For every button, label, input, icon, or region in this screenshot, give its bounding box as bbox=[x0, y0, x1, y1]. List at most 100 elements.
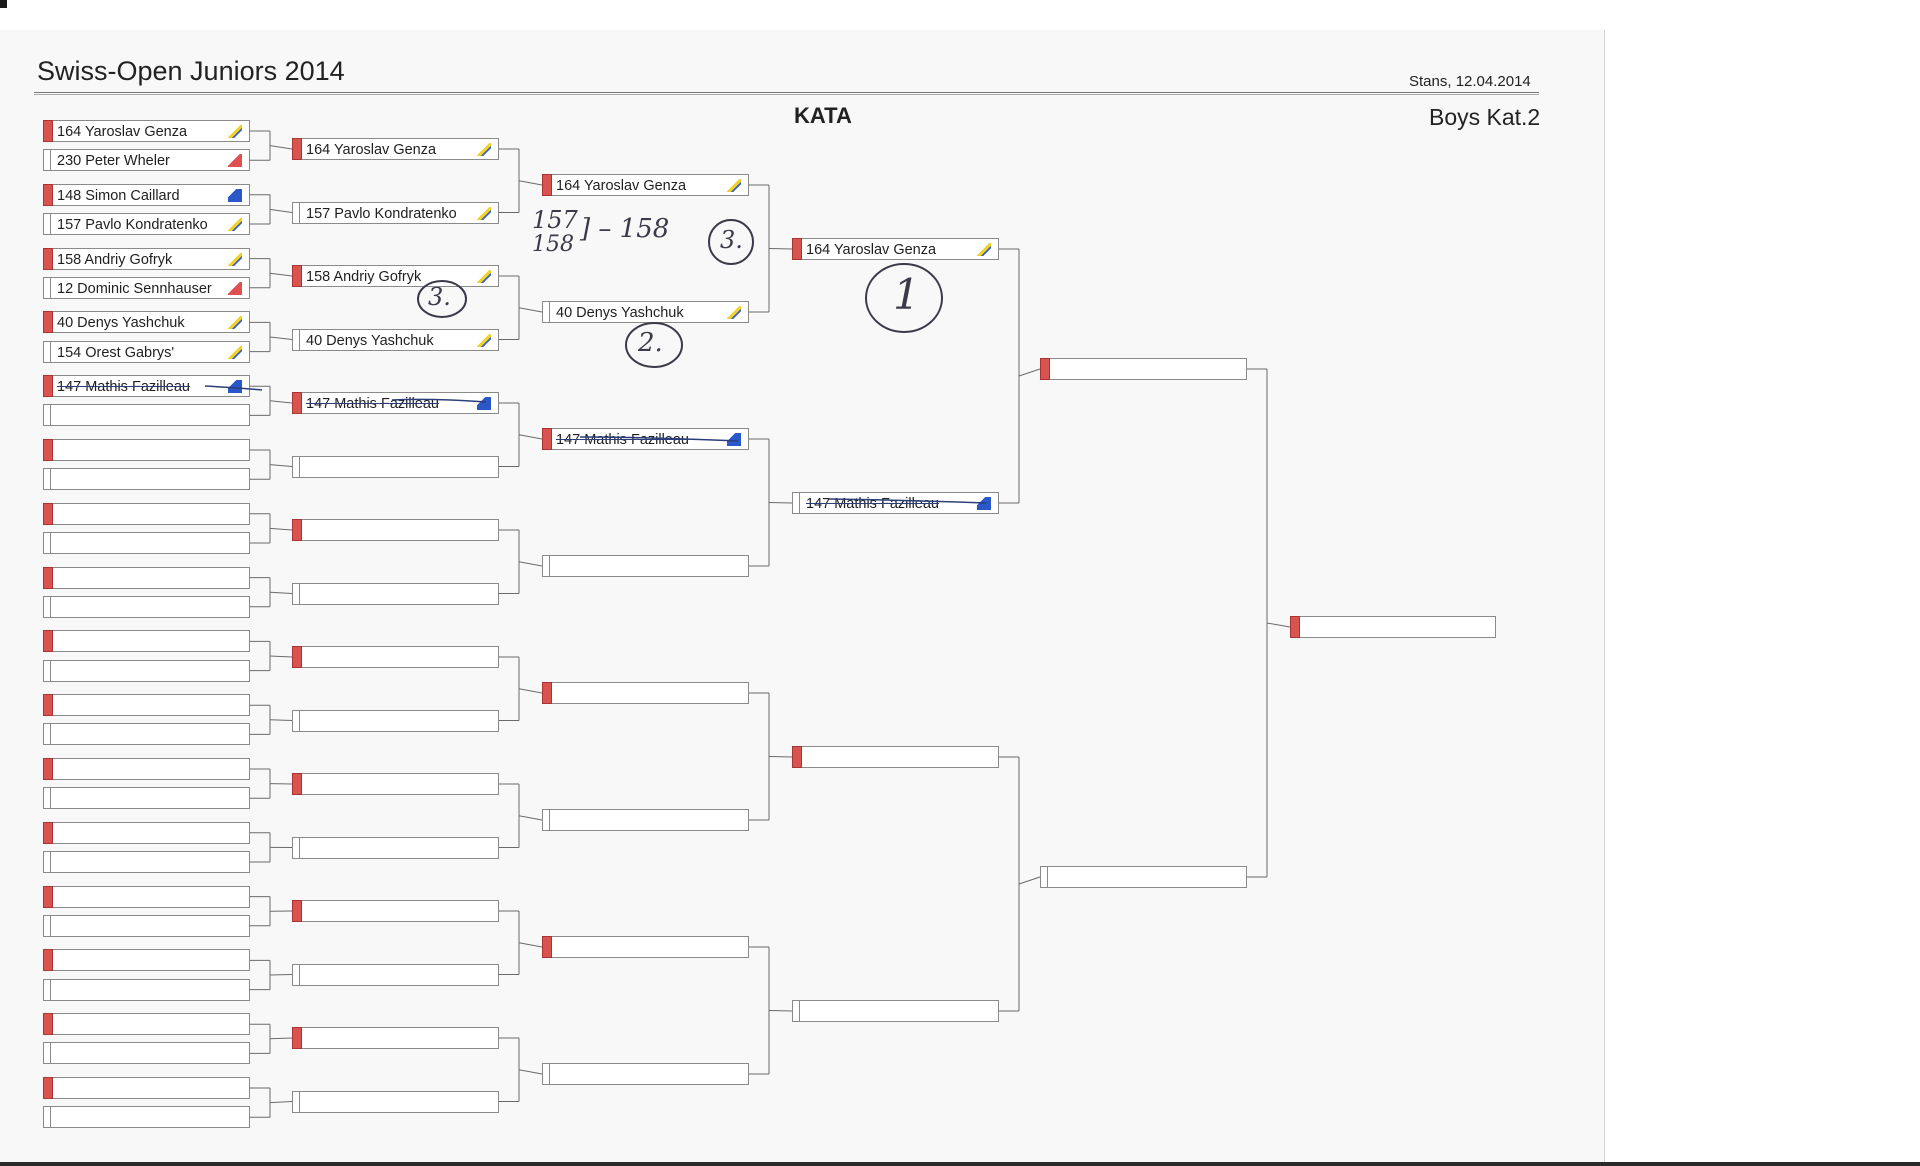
fra-flag-icon bbox=[228, 188, 242, 202]
round1-slot bbox=[43, 723, 250, 746]
round1-slot bbox=[43, 949, 250, 972]
round1-slot bbox=[43, 659, 250, 682]
ukr-flag-icon bbox=[228, 316, 242, 330]
shiro-marker bbox=[292, 836, 300, 859]
handwritten-note: 158 bbox=[532, 232, 574, 257]
round1-slot bbox=[43, 630, 250, 653]
round1-slot bbox=[43, 978, 250, 1001]
round1-slot bbox=[43, 532, 250, 554]
aka-marker bbox=[43, 885, 53, 908]
competitor-name: 147 Mathis Fazilleau bbox=[57, 379, 190, 396]
round2-slot bbox=[292, 1090, 499, 1113]
scan-artifact bbox=[0, 0, 7, 8]
shiro-marker bbox=[292, 328, 300, 351]
shiro-marker bbox=[292, 963, 300, 986]
competitor-name: 164 Yaroslav Genza bbox=[57, 124, 188, 140]
aka-marker bbox=[542, 682, 552, 704]
round2-slot bbox=[292, 836, 499, 859]
round1-slot: 154 Orest Gabrys' bbox=[43, 340, 250, 363]
round1-slot: 147 Mathis Fazilleau bbox=[43, 375, 250, 398]
shiro-marker bbox=[43, 978, 51, 1001]
header-rule bbox=[34, 92, 1539, 93]
round1-slot bbox=[43, 404, 250, 427]
shiro-marker bbox=[292, 455, 300, 478]
competitor-name: 164 Yaroslav Genza bbox=[556, 178, 687, 194]
shiro-marker bbox=[43, 851, 51, 873]
handwritten-place: 1 bbox=[893, 270, 920, 319]
round2-slot bbox=[292, 963, 499, 986]
competitor-name: 40 Denys Yashchuk bbox=[306, 332, 434, 349]
round1-slot bbox=[43, 595, 250, 618]
round1-slot bbox=[43, 1077, 250, 1099]
round4-slot bbox=[792, 746, 999, 768]
aka-marker bbox=[43, 821, 53, 844]
round1-slot bbox=[43, 566, 250, 589]
ukr-flag-icon bbox=[477, 270, 491, 283]
aka-marker bbox=[43, 949, 53, 972]
shiro-marker bbox=[43, 532, 51, 554]
round5-slot bbox=[1040, 866, 1247, 888]
aka-marker bbox=[792, 746, 802, 768]
competitor-name: 157 Pavlo Kondratenko bbox=[57, 217, 208, 233]
aka-marker bbox=[292, 646, 302, 668]
discipline-title: KATA bbox=[794, 103, 852, 128]
shiro-marker bbox=[43, 723, 51, 746]
fra-flag-icon bbox=[228, 380, 242, 394]
bracket-sheet bbox=[0, 30, 1605, 1162]
shiro-marker bbox=[792, 492, 800, 514]
shiro-marker bbox=[292, 1090, 300, 1113]
round2-slot bbox=[292, 582, 499, 605]
aka-marker bbox=[292, 138, 302, 160]
competitor-name: 157 Pavlo Kondratenko bbox=[306, 205, 457, 222]
round1-slot bbox=[43, 502, 250, 525]
competitor-name: 40 Denys Yashchuk bbox=[556, 305, 684, 321]
round3-slot: 40 Denys Yashchuk bbox=[542, 301, 749, 323]
aka-marker bbox=[43, 758, 53, 780]
round2-slot: 147 Mathis Fazilleau bbox=[292, 392, 499, 414]
ukr-flag-icon bbox=[977, 243, 991, 256]
shiro-marker bbox=[292, 201, 300, 224]
round4-slot: 164 Yaroslav Genza bbox=[792, 238, 999, 260]
round3-slot bbox=[542, 809, 749, 831]
round1-slot: 148 Simon Caillard bbox=[43, 183, 250, 206]
aka-marker bbox=[43, 120, 53, 142]
round1-slot: 230 Peter Wheler bbox=[43, 149, 250, 172]
shiro-marker bbox=[43, 468, 51, 491]
sui-flag-icon bbox=[228, 281, 242, 295]
competitor-name: 158 Andriy Gofryk bbox=[57, 251, 173, 268]
competitor-name: 147 Mathis Fazilleau bbox=[806, 496, 939, 512]
shiro-marker bbox=[792, 1000, 800, 1022]
round1-slot: 40 Denys Yashchuk bbox=[43, 311, 250, 334]
round1-slot bbox=[43, 694, 250, 717]
round3-slot bbox=[542, 555, 749, 577]
shiro-marker bbox=[43, 595, 51, 618]
sui-flag-icon bbox=[228, 154, 242, 168]
round2-slot bbox=[292, 519, 499, 541]
shiro-marker bbox=[542, 301, 550, 323]
competitor-name: 147 Mathis Fazilleau bbox=[556, 432, 689, 448]
competitor-name: 147 Mathis Fazilleau bbox=[306, 396, 439, 412]
competitor-name: 12 Dominic Sennhauser bbox=[57, 280, 212, 297]
round2-slot: 164 Yaroslav Genza bbox=[292, 138, 499, 160]
round1-slot: 157 Pavlo Kondratenko bbox=[43, 213, 250, 235]
aka-marker bbox=[43, 311, 53, 334]
round2-slot: 158 Andriy Gofryk bbox=[292, 265, 499, 287]
round3-slot bbox=[542, 936, 749, 958]
round2-slot bbox=[292, 709, 499, 732]
ukr-flag-icon bbox=[727, 306, 741, 319]
shiro-marker bbox=[43, 276, 51, 299]
shiro-marker bbox=[43, 149, 51, 172]
ukr-flag-icon bbox=[228, 125, 242, 138]
round4-slot bbox=[792, 1000, 999, 1022]
shiro-marker bbox=[542, 809, 550, 831]
round1-slot: 158 Andriy Gofryk bbox=[43, 247, 250, 270]
round5-slot bbox=[1040, 358, 1247, 380]
competitor-name: 164 Yaroslav Genza bbox=[806, 242, 937, 258]
handwritten-place: 3. bbox=[428, 283, 451, 311]
fra-flag-icon bbox=[977, 497, 991, 510]
handwritten-note: 157 bbox=[532, 206, 578, 234]
aka-marker bbox=[292, 900, 302, 922]
aka-marker bbox=[43, 439, 53, 461]
shiro-marker bbox=[542, 555, 550, 577]
round4-slot: 147 Mathis Fazilleau bbox=[792, 492, 999, 514]
